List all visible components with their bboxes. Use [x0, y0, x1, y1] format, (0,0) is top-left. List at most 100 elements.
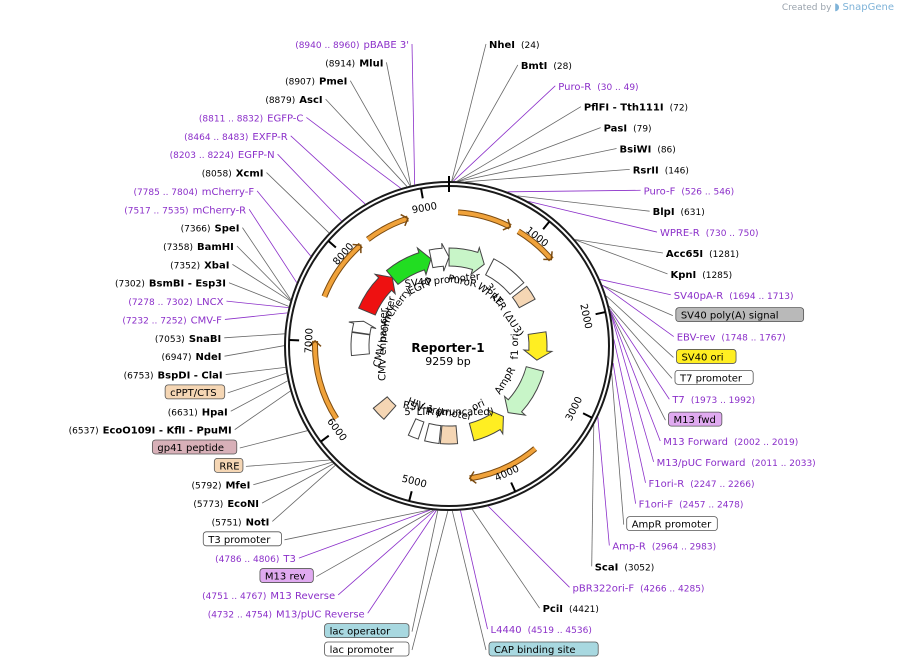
leader-line [613, 339, 646, 483]
orf-arrow-head [543, 251, 553, 261]
feature-tag-text: lac promoter [330, 645, 395, 656]
label-site: (8914) [325, 59, 355, 69]
label-text: (8914)MluI [325, 58, 383, 69]
label-site: (7302) [115, 280, 145, 290]
label-text: RsrII(146) [633, 165, 689, 176]
outer-label-feature: AmpR promoter [626, 516, 718, 532]
label-name: SpeI [215, 224, 240, 235]
label-name: EcoNI [227, 499, 259, 510]
scale-tick [408, 491, 413, 502]
feature-tag-box [668, 411, 723, 427]
label-text: pBR322ori-F(4266 .. 4285) [573, 583, 705, 594]
label-site: (1748 .. 1767) [721, 334, 785, 344]
label-name: mCherry-F [202, 187, 255, 198]
outer-label-enzyme: PasI(79) [604, 124, 652, 135]
scale-tick-label: 3000 [564, 395, 585, 423]
label-name: KpnI [670, 270, 696, 281]
label-name: pBR322ori-F [573, 583, 635, 594]
leader-line [591, 425, 595, 567]
label-text: L4440(4519 .. 4536) [491, 625, 592, 636]
leader-line [456, 106, 582, 182]
label-text: (7785 .. 7804)mCherry-F [133, 187, 254, 198]
label-text: Puro-R(30 .. 49) [558, 82, 638, 93]
feature-tag-box [488, 641, 599, 657]
label-site: (5773) [193, 500, 223, 510]
feature-cmv-enhancer [350, 331, 371, 357]
leader-line [234, 390, 291, 430]
feature-tag-box [324, 641, 410, 657]
label-site: (7352) [170, 261, 200, 271]
label-site: (5792) [192, 482, 222, 492]
feature-tag-text: T3 promoter [207, 535, 271, 546]
label-name: EGFP-N [238, 150, 275, 161]
outer-label-enzyme: PciI(4421) [543, 604, 599, 615]
feature-puror [448, 245, 485, 276]
label-text: (7517 .. 7535)mCherry-R [124, 205, 246, 216]
outer-label-enzyme: (8907)PmeI [285, 77, 347, 88]
outer-label-primer: (8464 .. 8483)EXFP-R [184, 132, 288, 143]
orf-arrow-head [400, 213, 409, 227]
leader-line [507, 189, 641, 193]
leader-line [597, 417, 610, 546]
feature-sv40-promoter [428, 243, 450, 272]
leader-line [228, 282, 289, 307]
label-site: (30 .. 49) [597, 83, 638, 93]
leader-line [528, 200, 658, 233]
outer-label-enzyme: (8058)XcmI [202, 169, 264, 180]
feature-label: CMV enhancer [377, 307, 390, 381]
label-text: EBV-rev(1748 .. 1767) [677, 333, 786, 344]
scale-tick-label: 9000 [411, 201, 438, 216]
snapgene-logo-icon: ◗ [834, 2, 840, 13]
feature-cmv-promoter [348, 320, 377, 335]
feature-label: 3' LTR (ΔU3) [483, 282, 526, 339]
label-name: PflFI - Tth111I [584, 103, 664, 114]
leader-line [284, 509, 431, 541]
outer-label-primer: (7232 .. 7252)CMV-F [122, 315, 222, 326]
feature-ampr [503, 366, 545, 416]
label-text: (7358)BamHI [163, 242, 234, 253]
leader-line [608, 305, 673, 379]
leader-line [411, 510, 439, 632]
label-text: (6753)BspDI - ClaI [124, 371, 223, 382]
orf-arrow-head [502, 218, 512, 231]
label-site: (8879) [265, 96, 295, 106]
label-name: Puro-F [644, 186, 676, 197]
outer-label-enzyme: (7366)SpeI [181, 224, 240, 235]
label-name: WPRE-R [660, 228, 700, 239]
label-text: (5792)MfeI [192, 481, 251, 492]
label-name: M13/pUC Forward [657, 458, 746, 469]
feature-5-ltr-truncated- [439, 425, 459, 445]
label-text: BsiWI(86) [620, 144, 676, 155]
label-text: (4751 .. 4767)M13 Reverse [202, 591, 335, 602]
label-text: BmtI(28) [521, 61, 572, 72]
leader-line [245, 459, 330, 467]
label-name: F1ori-F [639, 500, 674, 511]
label-text: NheI(24) [489, 40, 539, 51]
outer-label-primer: Puro-F(526 .. 546) [644, 186, 735, 197]
feature-tag-box [164, 384, 226, 400]
label-leader-lines [224, 43, 674, 651]
feature-label: ori [470, 398, 487, 414]
orf-arrow [322, 243, 363, 298]
leader-line [227, 372, 287, 394]
label-name: SnaBI [189, 334, 221, 345]
leader-line [465, 168, 630, 183]
outer-label-enzyme: (5773) EcoNI [193, 499, 259, 510]
outer-label-enzyme: (6537)EcoO109I - KflI - PpuMI [69, 426, 232, 437]
leader-line [599, 279, 671, 296]
label-text: (8811 .. 8832)EGFP-C [199, 113, 304, 124]
label-site: (2002 .. 2019) [734, 438, 798, 448]
orf-arrow [366, 216, 409, 241]
label-site: (79) [633, 125, 651, 135]
feature-tag-box [675, 307, 805, 323]
label-text: Amp-R(2964 .. 2983) [612, 542, 716, 553]
outer-label-primer: (7517 .. 7535)mCherry-R [124, 205, 246, 216]
feature-tag-box [674, 369, 754, 385]
label-site: (1973 .. 1992) [691, 396, 755, 406]
outer-label-enzyme: (8914)MluI [325, 58, 383, 69]
label-text: (7352)XbaI [170, 260, 229, 271]
outer-label-primer: (4786 .. 4806)T3 [215, 554, 296, 565]
feature-tag-box [151, 439, 238, 455]
leader-line [602, 284, 673, 317]
outer-label-primer: EBV-rev(1748 .. 1767) [677, 333, 786, 344]
